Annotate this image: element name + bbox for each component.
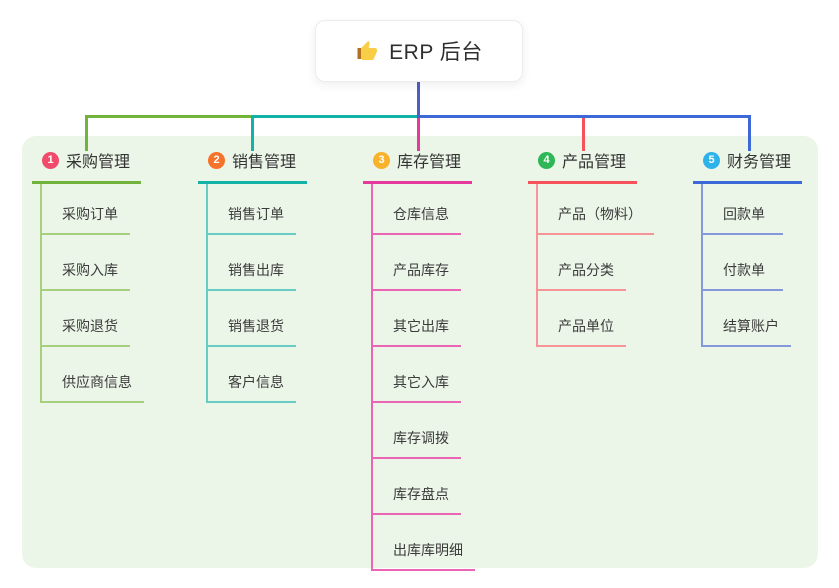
thumbs-up-icon bbox=[357, 41, 378, 60]
branch-采购管理: 1 采购管理采购订单采购入库采购退货供应商信息 bbox=[32, 146, 144, 403]
child-node-label: 库存盘点 bbox=[393, 486, 449, 502]
child-node[interactable]: 仓库信息 bbox=[373, 184, 461, 235]
branch-node-label: 产品管理 bbox=[562, 154, 627, 171]
child-node[interactable]: 产品单位 bbox=[538, 291, 626, 347]
branch-number-badge: 2 bbox=[208, 151, 225, 169]
child-node[interactable]: 产品库存 bbox=[373, 235, 461, 291]
child-node-label: 库存调拨 bbox=[393, 430, 449, 446]
branch-number-badge: 1 bbox=[42, 151, 59, 169]
child-node[interactable]: 回款单 bbox=[703, 184, 783, 235]
child-node-label: 采购订单 bbox=[62, 206, 118, 222]
root-node[interactable]: ERP 后台 bbox=[315, 20, 523, 82]
branch-node[interactable]: 2 销售管理 bbox=[198, 146, 307, 184]
child-node[interactable]: 出库库明细 bbox=[373, 515, 475, 571]
branch-node-label: 销售管理 bbox=[232, 154, 297, 171]
child-node-label: 产品（物料） bbox=[558, 206, 642, 222]
child-node-label: 其它出库 bbox=[393, 318, 449, 334]
child-node-label: 采购退货 bbox=[62, 318, 118, 334]
child-node-label: 产品库存 bbox=[393, 262, 449, 278]
branch-node-label: 财务管理 bbox=[727, 154, 792, 171]
child-node-label: 付款单 bbox=[723, 262, 765, 278]
branch-node[interactable]: 5 财务管理 bbox=[693, 146, 802, 184]
child-node[interactable]: 其它出库 bbox=[373, 291, 461, 347]
branch-销售管理: 2 销售管理销售订单销售出库销售退货客户信息 bbox=[198, 146, 307, 403]
branch-node[interactable]: 1 采购管理 bbox=[32, 146, 141, 184]
child-node[interactable]: 结算账户 bbox=[703, 291, 791, 347]
branch-node-label: 采购管理 bbox=[66, 154, 131, 171]
child-node-list: 采购订单采购入库采购退货供应商信息 bbox=[40, 184, 144, 403]
child-node[interactable]: 库存盘点 bbox=[373, 459, 461, 515]
branch-node[interactable]: 3 库存管理 bbox=[363, 146, 472, 184]
child-node-label: 其它入库 bbox=[393, 374, 449, 390]
child-node-list: 产品（物料） 产品分类产品单位 bbox=[536, 184, 654, 347]
child-node-list: 仓库信息产品库存其它出库其它入库库存调拨库存盘点出库库明细 bbox=[371, 184, 475, 571]
root-node-label: ERP 后台 bbox=[389, 41, 483, 64]
branch-产品管理: 4 产品管理产品（物料） 产品分类产品单位 bbox=[528, 146, 654, 347]
child-node-label: 产品单位 bbox=[558, 318, 614, 334]
child-node[interactable]: 产品分类 bbox=[538, 235, 626, 291]
child-node[interactable]: 采购退货 bbox=[42, 291, 130, 347]
child-node[interactable]: 销售出库 bbox=[208, 235, 296, 291]
child-node[interactable]: 其它入库 bbox=[373, 347, 461, 403]
child-node[interactable]: 采购入库 bbox=[42, 235, 130, 291]
child-node-list: 销售订单销售出库销售退货客户信息 bbox=[206, 184, 296, 403]
branch-number-badge: 3 bbox=[373, 151, 390, 169]
child-node-label: 回款单 bbox=[723, 206, 765, 222]
branch-库存管理: 3 库存管理仓库信息产品库存其它出库其它入库库存调拨库存盘点出库库明细 bbox=[363, 146, 475, 571]
child-node-label: 结算账户 bbox=[723, 318, 779, 334]
child-node-label: 销售出库 bbox=[228, 262, 284, 278]
child-node-label: 采购入库 bbox=[62, 262, 118, 278]
child-node[interactable]: 供应商信息 bbox=[42, 347, 144, 403]
child-node[interactable]: 付款单 bbox=[703, 235, 783, 291]
branch-number-badge: 4 bbox=[538, 151, 555, 169]
child-node[interactable]: 客户信息 bbox=[208, 347, 296, 403]
branch-财务管理: 5 财务管理回款单付款单结算账户 bbox=[693, 146, 802, 347]
branch-number-badge: 5 bbox=[703, 151, 720, 169]
child-node[interactable]: 采购订单 bbox=[42, 184, 130, 235]
child-node-label: 销售退货 bbox=[228, 318, 284, 334]
child-node-label: 客户信息 bbox=[228, 374, 284, 390]
child-node[interactable]: 产品（物料） bbox=[538, 184, 654, 235]
branch-node[interactable]: 4 产品管理 bbox=[528, 146, 637, 184]
child-node-label: 仓库信息 bbox=[393, 206, 449, 222]
child-node[interactable]: 销售订单 bbox=[208, 184, 296, 235]
child-node-label: 销售订单 bbox=[228, 206, 284, 222]
mindmap-panel bbox=[22, 136, 818, 568]
child-node-list: 回款单付款单结算账户 bbox=[701, 184, 791, 347]
child-node-label: 供应商信息 bbox=[62, 374, 132, 390]
branch-node-label: 库存管理 bbox=[397, 154, 462, 171]
child-node[interactable]: 销售退货 bbox=[208, 291, 296, 347]
child-node[interactable]: 库存调拨 bbox=[373, 403, 461, 459]
child-node-label: 出库库明细 bbox=[393, 542, 463, 558]
child-node-label: 产品分类 bbox=[558, 262, 614, 278]
